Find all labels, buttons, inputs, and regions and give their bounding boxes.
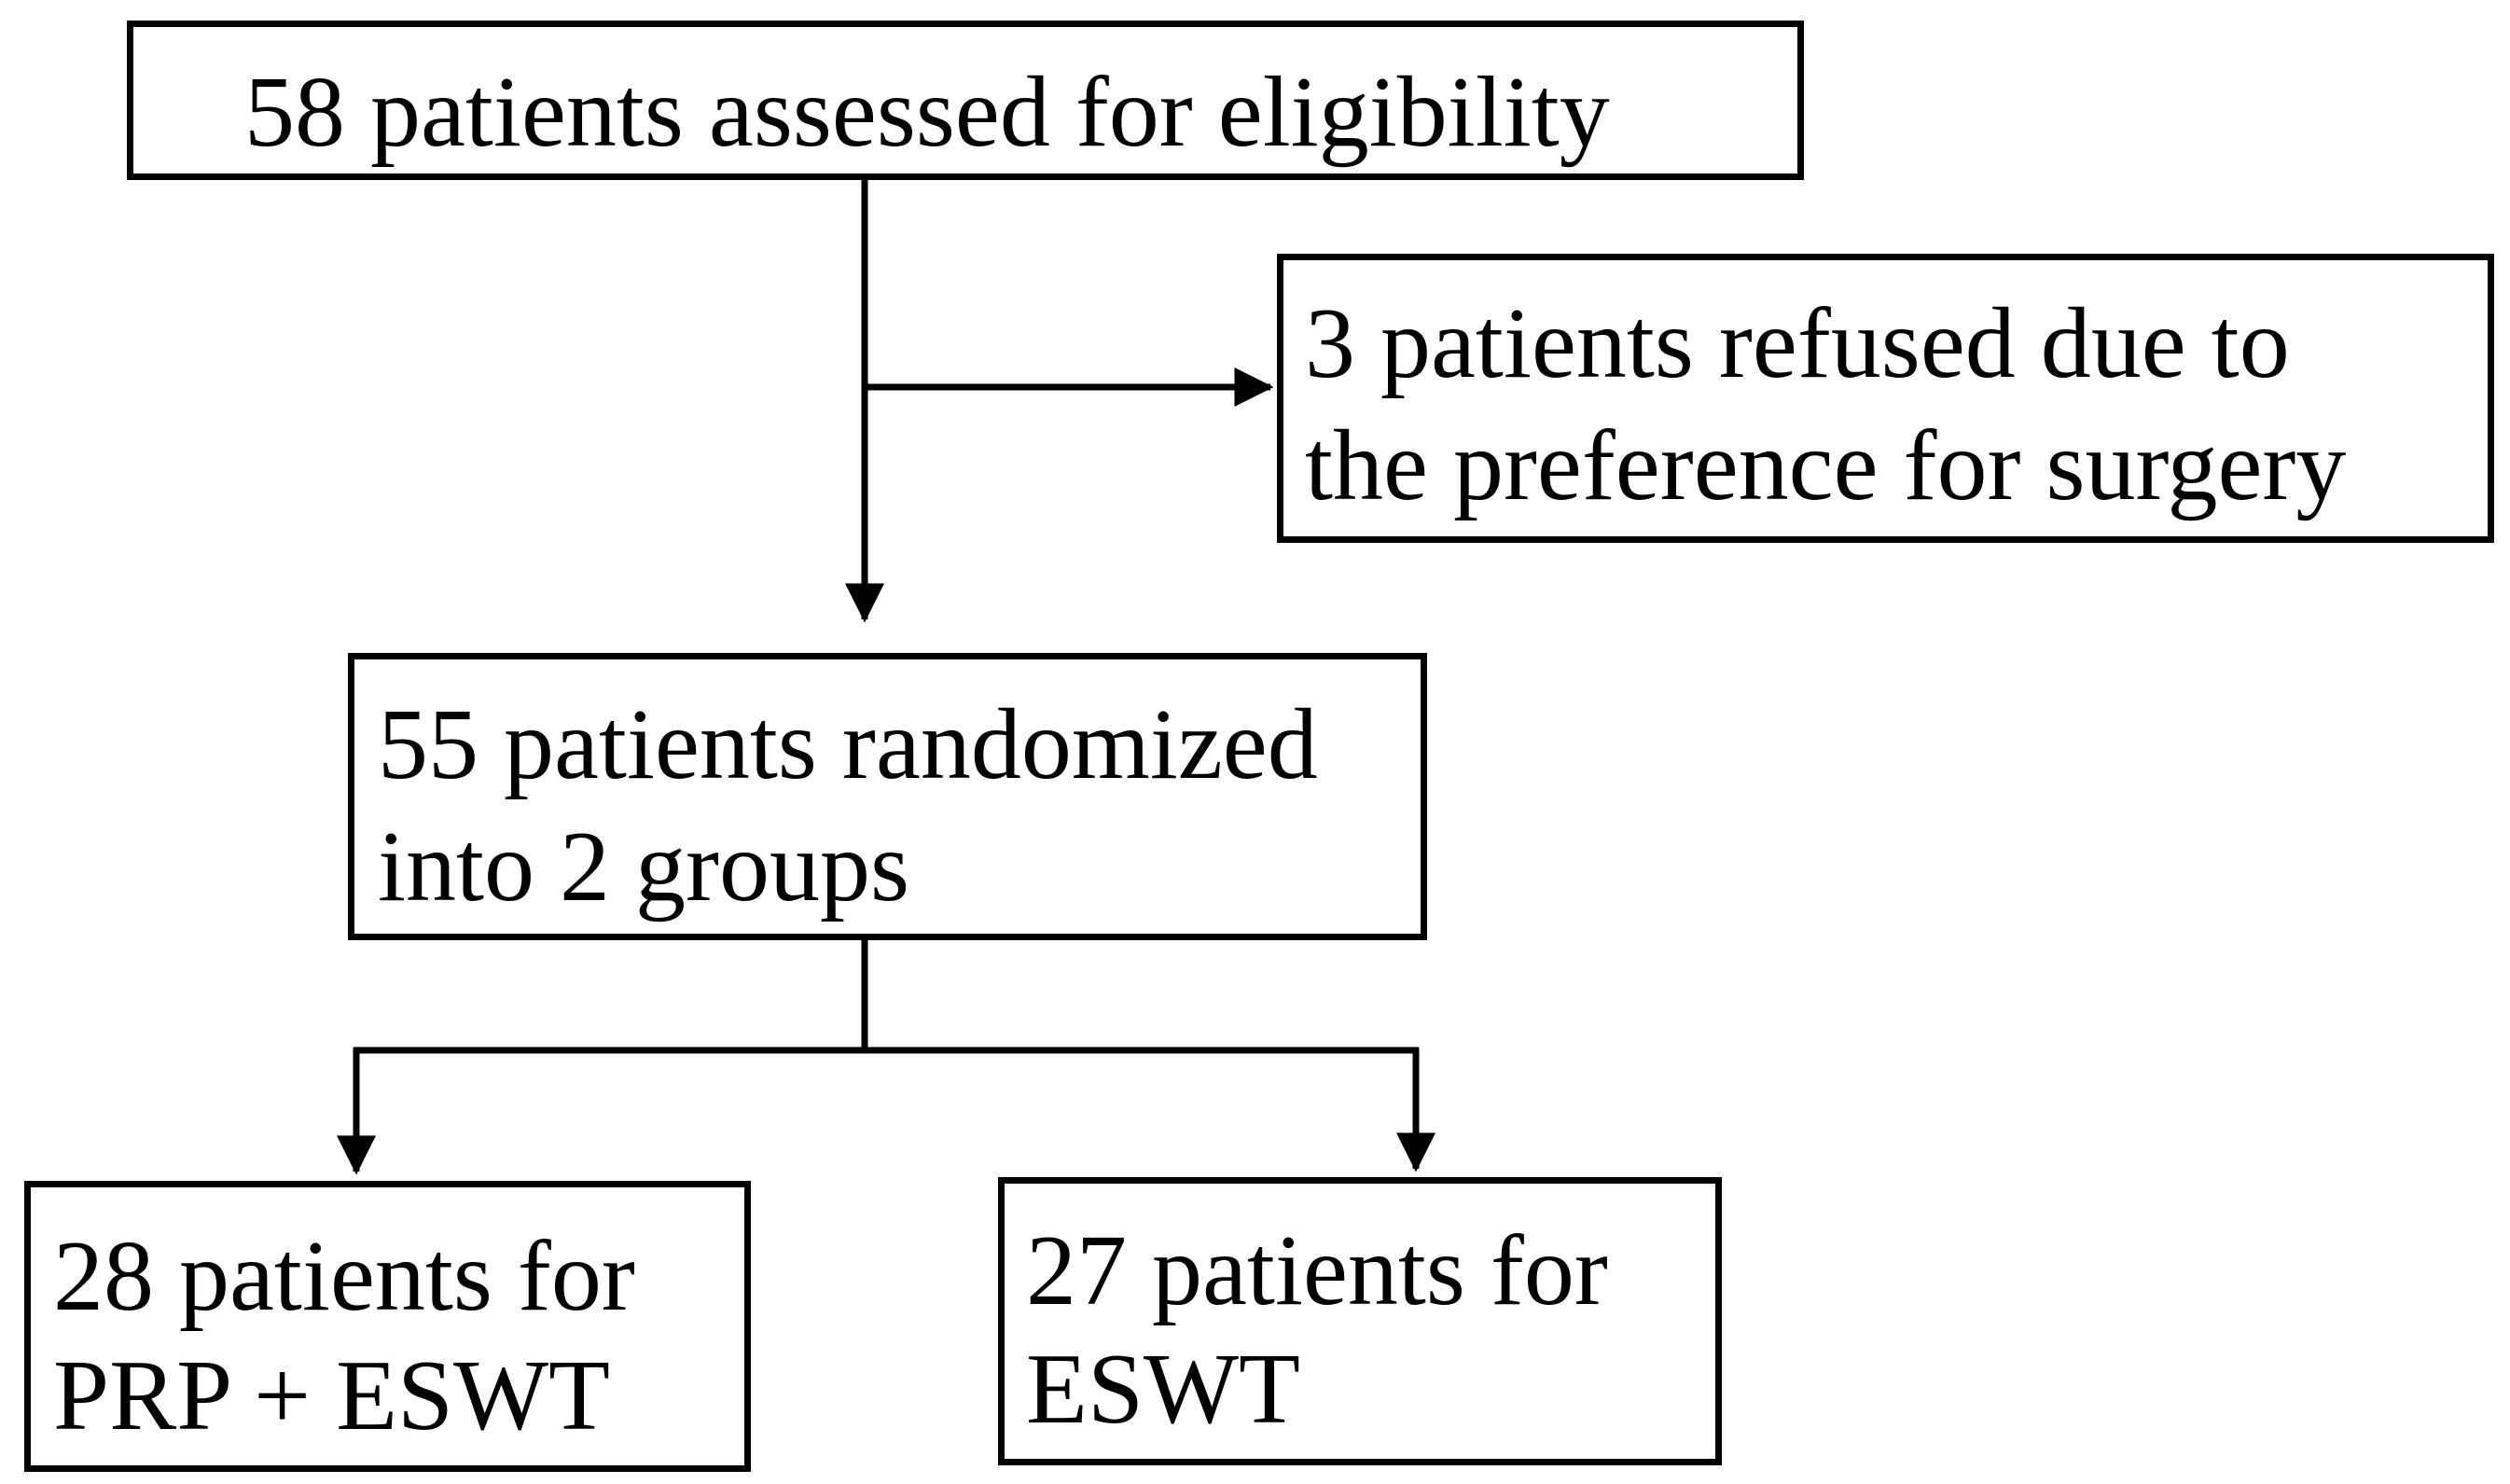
box-eswt-line-1: 27 patients for <box>1026 1215 1608 1326</box>
box-refused-line-1: 3 patients refused due to <box>1305 288 2290 399</box>
box-randomized-line-2: into 2 groups <box>378 811 910 922</box>
box-prp-eswt-line-1: 28 patients for <box>53 1221 635 1332</box>
box-randomized-line-1: 55 patients randomized <box>378 689 1318 800</box>
box-eswt-group: 27 patients for ESWT <box>998 1177 1722 1465</box>
box-eswt-line-2: ESWT <box>1026 1334 1300 1445</box>
box-randomized: 55 patients randomized into 2 groups <box>348 653 1427 940</box>
box-refused-surgery: 3 patients refused due to the preference… <box>1277 254 2494 543</box>
box-refused-line-2: the preference for surgery <box>1305 410 2347 521</box>
box-assessed-line-1: 58 patients assessed for eligibility <box>244 57 1610 168</box>
box-assessed-eligibility: 58 patients assessed for eligibility <box>127 21 1804 180</box>
box-prp-eswt-group: 28 patients for PRP + ESWT <box>24 1181 751 1472</box>
box-prp-eswt-line-2: PRP + ESWT <box>53 1340 611 1451</box>
